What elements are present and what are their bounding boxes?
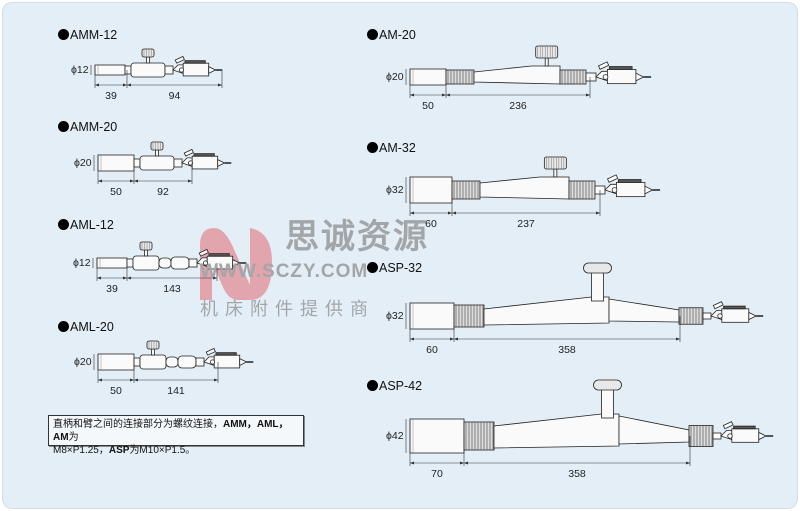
model-label: ASP-32 — [367, 261, 422, 275]
diameter-label: ϕ12 — [71, 64, 89, 76]
model-name: AMM-20 — [70, 120, 118, 134]
watermark-tagline: 机床附件提供商 — [200, 299, 375, 319]
bullet-icon — [58, 219, 69, 230]
model-label: ASP-42 — [367, 379, 422, 393]
holder-aml-20 — [93, 340, 254, 383]
dimension-lines — [90, 65, 223, 88]
bullet-icon — [367, 142, 378, 153]
dimension-value: 358 — [558, 344, 576, 356]
bullet-icon — [58, 121, 69, 132]
dimension-value: 39 — [106, 283, 118, 295]
diameter-label: ϕ32 — [386, 184, 404, 196]
dimension-value: 141 — [167, 385, 185, 397]
model-label: AMM-12 — [58, 28, 117, 42]
bullet-icon — [58, 29, 69, 40]
dimension-value: 358 — [568, 468, 586, 480]
holder-asp-42 — [405, 379, 774, 466]
diameter-label: ϕ12 — [73, 257, 91, 269]
dimension-value: 70 — [431, 468, 443, 480]
note-text: 为M10×P1.5。 — [129, 445, 196, 456]
bullet-icon — [367, 29, 378, 40]
holder-amm-20 — [93, 141, 232, 184]
holder-asp-32 — [405, 262, 764, 342]
holder-amm-12 — [90, 48, 223, 88]
dimension-value: 50 — [110, 186, 122, 198]
dimension-value: 60 — [426, 344, 438, 356]
dimension-value: 237 — [517, 218, 535, 230]
diameter-label: ϕ20 — [386, 71, 404, 83]
note-bold: AMM，AML，AM — [53, 419, 289, 443]
model-label: AML-12 — [58, 218, 114, 232]
model-label: AMM-20 — [58, 120, 117, 134]
dimension-lines — [93, 155, 193, 184]
note-text: 为 — [68, 432, 79, 443]
diameter-label: ϕ32 — [386, 310, 404, 322]
dimension-value: 236 — [509, 100, 527, 112]
model-label: AML-20 — [58, 320, 114, 334]
model-name: ASP-32 — [379, 261, 423, 275]
model-name: AM-20 — [379, 28, 416, 42]
dimension-value: 60 — [425, 218, 437, 230]
bullet-icon — [367, 262, 378, 273]
dimension-value: 92 — [157, 186, 169, 198]
watermark-url: WWW.SCZY.COM — [200, 261, 369, 282]
note-bold: ASP — [108, 445, 130, 456]
diameter-label: ϕ42 — [386, 430, 404, 442]
dimension-lines — [405, 303, 681, 342]
model-name: AML-20 — [70, 320, 114, 334]
model-name: ASP-42 — [379, 379, 423, 393]
bullet-icon — [58, 321, 69, 332]
dimension-lines — [405, 177, 601, 216]
holder-am-32 — [405, 156, 661, 216]
holder-am-20 — [405, 45, 652, 98]
model-name: AML-12 — [70, 218, 114, 232]
dimension-value: 143 — [163, 283, 181, 295]
dimension-value: 50 — [110, 385, 122, 397]
thread-note: 直柄和臂之间的连接部分为螺纹连接，AMM，AML，AM为 M8×P1.25，AS… — [48, 415, 304, 456]
dimension-value: 94 — [168, 90, 181, 102]
note-text: M8×P1.25， — [53, 445, 109, 456]
dimension-value: 39 — [105, 90, 117, 102]
dimension-lines — [93, 354, 219, 383]
note-text: 直柄和臂之间的连接部分为螺纹连接， — [53, 419, 223, 430]
dimension-lines — [405, 69, 591, 98]
bullet-icon — [367, 380, 378, 391]
model-name: AMM-12 — [70, 28, 118, 42]
model-label: AM-20 — [367, 28, 416, 42]
holder-aml-12 — [92, 241, 247, 281]
dimension-value: 50 — [422, 100, 434, 112]
model-label: AM-32 — [367, 141, 416, 155]
diameter-label: ϕ20 — [74, 356, 92, 368]
watermark-name: 思诚资源 — [285, 218, 429, 256]
dimension-lines — [92, 258, 218, 281]
diameter-label: ϕ20 — [74, 157, 92, 169]
model-name: AM-32 — [379, 141, 416, 155]
dimension-lines — [405, 419, 691, 466]
